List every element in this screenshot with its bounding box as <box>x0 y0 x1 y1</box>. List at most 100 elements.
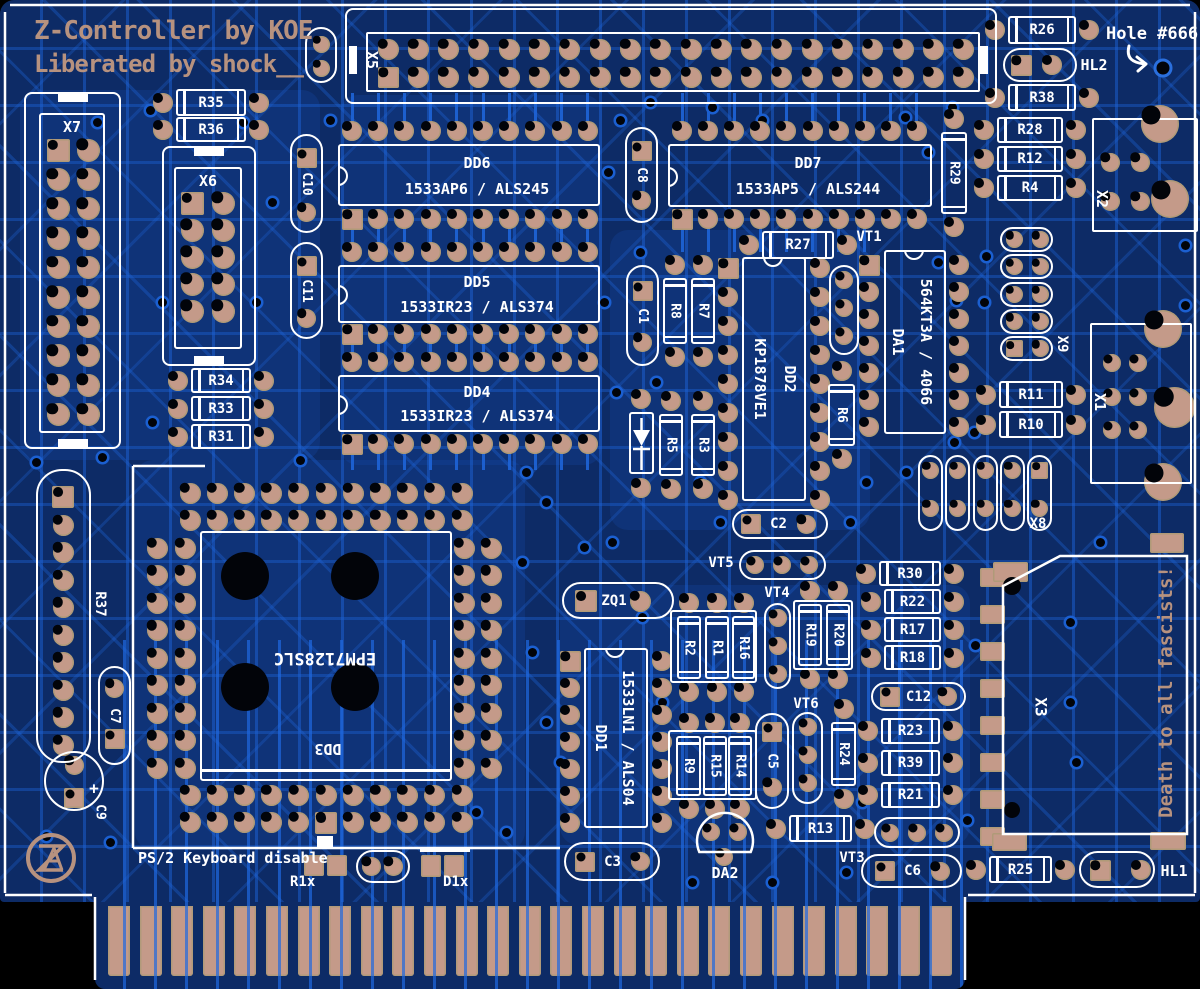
r1x-pad <box>327 855 347 876</box>
edge-finger <box>424 906 446 976</box>
drill-hole <box>46 344 58 356</box>
label-r9: R9 <box>681 758 696 774</box>
drill-hole <box>718 287 728 297</box>
label-r23: R23 <box>897 723 924 739</box>
drill-hole <box>880 121 891 131</box>
drill-hole <box>297 257 307 266</box>
drill-hole <box>211 191 223 203</box>
drill-hole <box>52 707 63 718</box>
drill-hole <box>525 121 536 131</box>
part-dd7: 1533AP5 / ALS244 <box>735 180 881 199</box>
part-dd2: KP1878VE1 <box>751 338 769 420</box>
part-dd1: 1533LN1 / ALS04 <box>619 670 637 806</box>
led-hl2 <box>1003 48 1077 82</box>
label-r36: R36 <box>198 121 224 138</box>
res-cap <box>241 424 244 449</box>
drill-hole <box>499 324 510 334</box>
drill-hole <box>1003 461 1013 470</box>
edge-finger <box>771 906 794 976</box>
drill-hole <box>174 730 185 741</box>
via <box>325 115 335 125</box>
drill-hole <box>420 121 431 131</box>
drill-hole <box>174 565 185 576</box>
label-r5: R5 <box>663 437 679 453</box>
res-cap <box>236 89 239 116</box>
drill-hole <box>718 461 728 471</box>
label-c11: C11 <box>299 278 314 303</box>
label-r1: R1 <box>709 639 725 656</box>
drill-hole <box>76 344 88 356</box>
drill-hole <box>261 784 272 795</box>
drill-hole <box>589 38 601 49</box>
res-cap <box>1004 117 1007 143</box>
drill-hole <box>1005 258 1014 267</box>
res-cap <box>1053 175 1056 201</box>
drill-hole <box>146 702 157 713</box>
drill-hole <box>52 734 63 745</box>
drill-hole <box>559 66 570 77</box>
drill-hole <box>631 478 641 488</box>
drill-hole <box>966 859 976 870</box>
res-cap <box>886 561 889 586</box>
res-cap <box>663 335 687 338</box>
drill-hole <box>480 757 491 768</box>
label-c8: C8 <box>634 167 649 183</box>
drill-hole <box>316 813 326 823</box>
res-cap <box>732 670 755 673</box>
label-dd6: DD6 <box>463 153 491 172</box>
drill-hole <box>369 482 381 493</box>
via <box>651 377 661 387</box>
drill-hole <box>180 245 192 257</box>
drill-hole <box>976 414 986 425</box>
drill-hole <box>180 218 192 230</box>
via <box>541 717 551 727</box>
res-cap <box>241 396 244 421</box>
drill-hole <box>768 637 778 646</box>
drill-hole <box>776 121 787 131</box>
res-cap <box>891 645 894 670</box>
via <box>962 815 972 825</box>
d1x-pad <box>421 855 441 877</box>
via <box>501 827 511 837</box>
res-cap <box>930 782 933 808</box>
drill-hole <box>560 705 570 715</box>
x7-key-notch <box>58 92 88 102</box>
drill-hole <box>76 197 88 209</box>
drill-hole <box>179 482 190 493</box>
drill-hole <box>854 209 865 219</box>
res-cap <box>931 617 934 642</box>
drill-hole <box>944 109 954 119</box>
x5-key-notch <box>349 46 357 74</box>
drill-hole <box>407 66 419 77</box>
led-hl1 <box>1079 851 1155 888</box>
drill-hole <box>453 757 464 768</box>
drill-hole <box>771 66 782 77</box>
drill-hole <box>473 434 483 444</box>
label-r37: R37 <box>92 591 108 617</box>
connector-x2 <box>1092 118 1198 232</box>
drill-hole <box>52 652 63 663</box>
drill-hole <box>560 759 570 769</box>
drill-hole <box>1130 191 1140 201</box>
drill-hole <box>211 299 223 311</box>
drill-hole <box>1141 105 1160 124</box>
via <box>970 640 980 650</box>
via <box>147 417 157 427</box>
drill-hole <box>768 665 778 674</box>
drill-hole <box>665 347 675 357</box>
x3-corner-pad <box>1150 533 1184 553</box>
drill-hole <box>773 556 782 565</box>
drill-hole <box>577 209 588 219</box>
x6-key-notch <box>194 146 224 156</box>
drill-hole <box>1031 499 1040 508</box>
res-cap <box>941 138 967 141</box>
drill-hole <box>473 209 483 219</box>
drill-hole <box>985 87 995 98</box>
drill-hole <box>631 389 641 399</box>
drill-hole <box>499 352 510 362</box>
drill-hole <box>52 597 63 608</box>
drill-hole <box>742 515 751 524</box>
drill-hole <box>361 856 371 866</box>
drill-hole <box>473 324 483 334</box>
